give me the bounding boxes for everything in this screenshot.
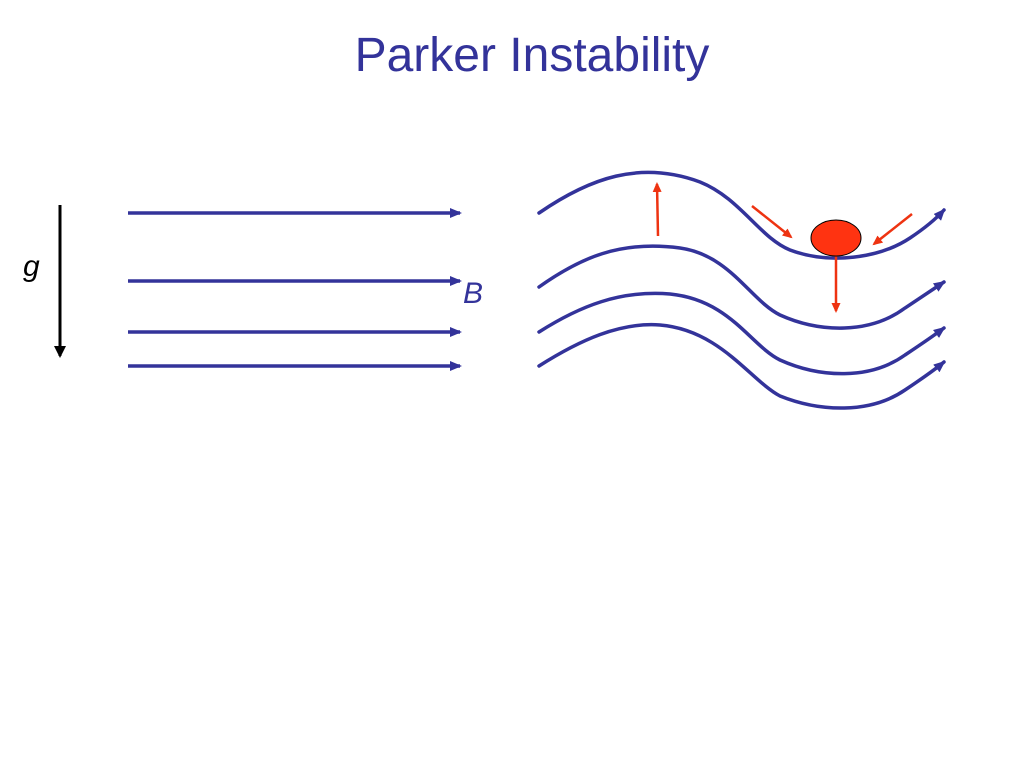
- straight-field-lines: [128, 208, 462, 371]
- rising-arrow: [652, 182, 662, 237]
- field-label: B: [463, 277, 483, 310]
- perturbed-field-line: [537, 244, 946, 330]
- sliding-arrow-left: [751, 205, 793, 239]
- perturbed-field-line: [537, 291, 946, 376]
- perturbed-field-lines: [537, 170, 946, 410]
- perturbed-field-line: [537, 322, 946, 410]
- perturbed-field-line: [537, 170, 946, 260]
- sliding-arrow-right: [872, 213, 913, 246]
- gas-blob: [810, 219, 862, 257]
- gravity-label: g: [23, 250, 40, 283]
- slide-title: Parker Instability: [354, 29, 710, 82]
- force-arrows: [652, 182, 913, 313]
